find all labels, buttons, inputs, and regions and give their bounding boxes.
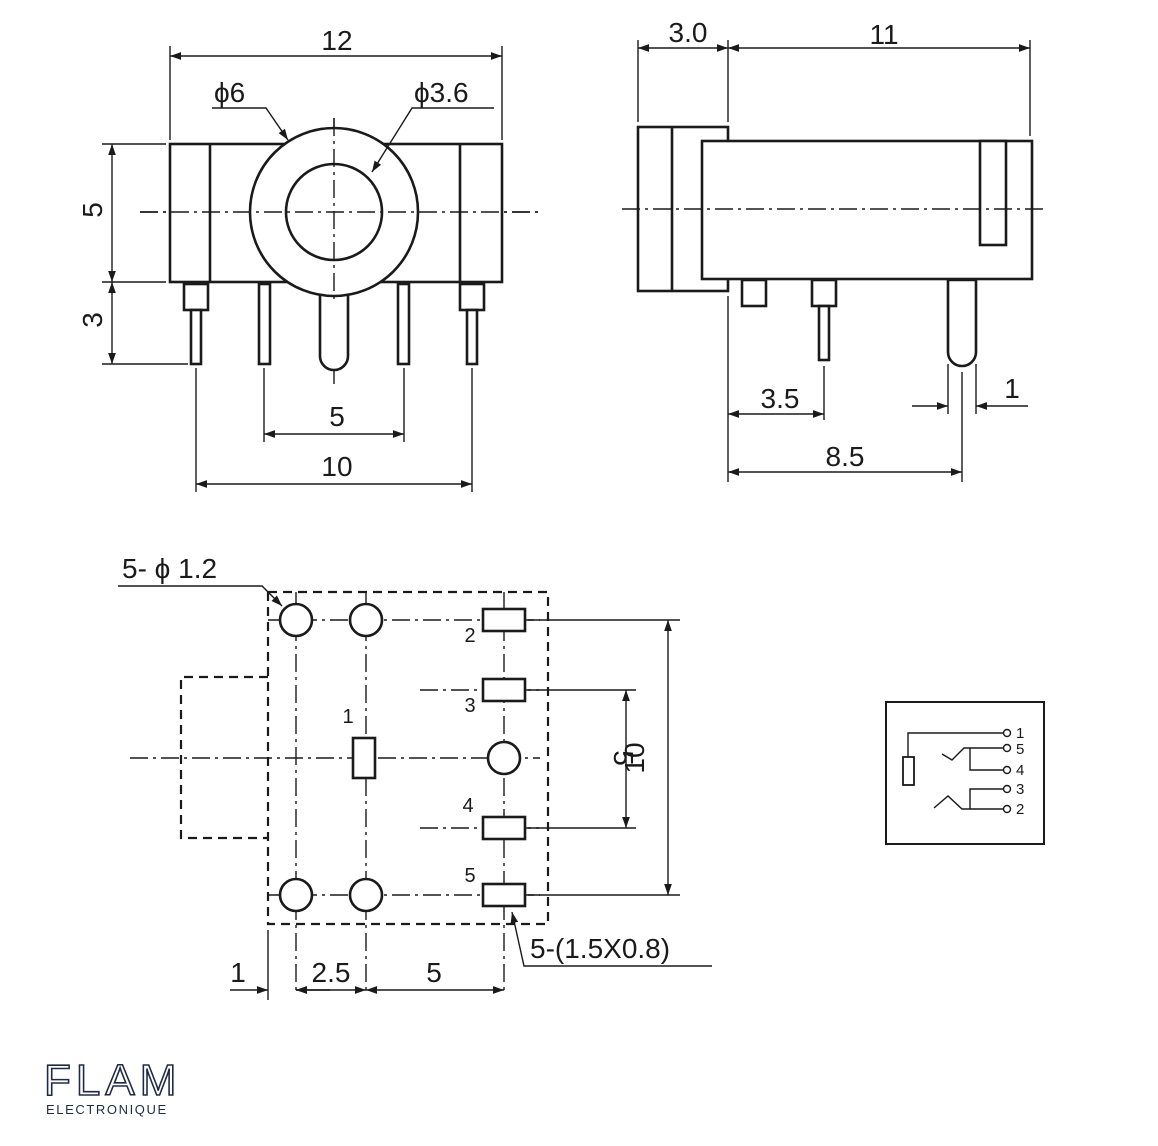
dim-inner-diameter: ϕ3.6 <box>414 77 469 108</box>
schematic-frame <box>885 701 1045 845</box>
dim-flange: 3.0 <box>669 17 708 48</box>
fp-pin-label-3: 3 <box>464 695 475 717</box>
fp-slot-1 <box>351 736 377 780</box>
fp-slot-5 <box>481 882 527 908</box>
schematic-wire-4 <box>969 748 1003 771</box>
dim-inner-pin-span: 5 <box>329 401 345 432</box>
front-pin-1-shoulder <box>182 282 210 312</box>
dim-outer-pin-span: 10 <box>321 451 352 482</box>
side-pin-rear <box>946 278 978 368</box>
dim-pin-width: 1 <box>1004 373 1020 404</box>
schematic-terminal-2 <box>1002 804 1012 814</box>
dim-overall-width: 12 <box>321 25 352 56</box>
fp-pin-label-2: 2 <box>464 625 475 647</box>
side-view: 3.0 11 3.5 8.5 1 <box>622 17 1048 482</box>
schematic-terminal-4 <box>1002 765 1012 775</box>
dim-outer-diameter: ϕ6 <box>214 77 245 108</box>
schematic: 1 5 4 3 2 <box>885 701 1045 845</box>
logo-brand: FLAM <box>43 1055 182 1106</box>
fp-dim-hole-pitch: 2.5 <box>312 957 351 988</box>
fp-hole-5 <box>486 740 522 776</box>
schematic-terminal-3 <box>1002 784 1012 794</box>
schematic-label-4: 4 <box>1016 762 1024 779</box>
side-body <box>700 139 1034 281</box>
schematic-terminal-1 <box>1002 728 1012 738</box>
schematic-label-3: 3 <box>1016 781 1024 798</box>
fp-dim-vertical-inner: 5 <box>608 750 639 766</box>
fp-dim-slot-offset: 5 <box>426 957 442 988</box>
front-pin-center <box>318 292 350 372</box>
footprint-view: 1 2 3 4 5 5- ϕ 1.2 5-(1.5X0.8) 5 10 1 2.… <box>118 553 712 1000</box>
schematic-label-1: 1 <box>1016 725 1024 742</box>
side-pin-mid-shoulder <box>810 278 838 308</box>
fp-hole-1 <box>278 602 314 638</box>
schematic-wire-5 <box>941 747 1003 761</box>
fp-pin-label-5: 5 <box>464 865 475 887</box>
side-pin-front <box>740 278 768 308</box>
fp-hole-note: 5- ϕ 1.2 <box>122 553 217 584</box>
schematic-wire-2 <box>933 795 1003 810</box>
fp-slot-note: 5-(1.5X0.8) <box>530 933 670 964</box>
front-pin-5-shoulder <box>458 282 486 312</box>
fp-slot-2 <box>481 607 527 633</box>
dim-body-length: 11 <box>869 19 898 50</box>
fp-pin-label-4: 4 <box>462 795 473 817</box>
side-latch <box>978 139 1008 247</box>
fp-hole-2 <box>348 602 384 638</box>
schematic-label-2: 2 <box>1016 801 1024 818</box>
leader-inner-diameter <box>371 107 494 173</box>
leader-outer-diameter <box>212 107 289 141</box>
side-pin-mid <box>817 304 831 362</box>
dim-pin-offset: 3.5 <box>761 383 800 414</box>
dim-body-height: 5 <box>77 202 108 218</box>
fp-dim-edge-offset: 1 <box>230 957 246 988</box>
fp-hole-3 <box>278 877 314 913</box>
front-pin-1 <box>189 308 203 366</box>
schematic-wire-3 <box>969 788 1003 809</box>
fp-slot-4 <box>481 815 527 841</box>
leader-hole-note <box>118 585 283 607</box>
schematic-wire-1 <box>907 732 1003 757</box>
front-pin-4 <box>396 282 411 366</box>
schematic-label-5: 5 <box>1016 741 1024 758</box>
fp-slot-3 <box>481 677 527 703</box>
fp-dim-vertical-outer: 10 <box>619 742 650 773</box>
footprint-flange-outline <box>179 675 268 840</box>
fp-hole-4 <box>348 877 384 913</box>
dim-pin-length: 3 <box>77 312 108 328</box>
front-view: 12 ϕ6 ϕ3.6 5 3 5 10 <box>77 25 540 492</box>
fp-pin-label-1: 1 <box>342 706 353 728</box>
front-pin-2 <box>257 282 272 366</box>
front-pin-5 <box>465 308 479 366</box>
leader-slot-note <box>510 911 712 967</box>
flam-logo: FLAM ELECTRONIQUE <box>43 1055 234 1122</box>
schematic-sleeve-contact <box>902 756 915 786</box>
dim-rear-pin-offset: 8.5 <box>826 441 865 472</box>
logo-tagline: ELECTRONIQUE <box>46 1102 168 1117</box>
schematic-terminal-5 <box>1002 743 1012 753</box>
